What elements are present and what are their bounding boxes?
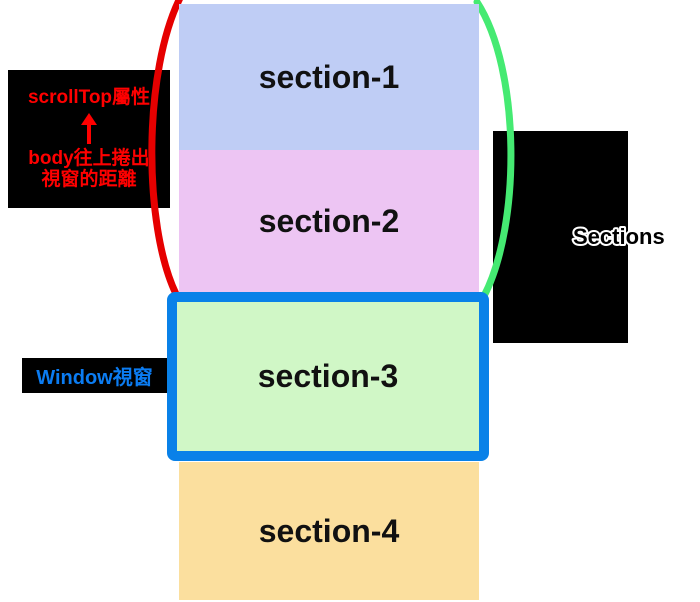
window-viewport-label-text: Window視窗 (36, 367, 153, 389)
section-3-block-viewport: section-3 (167, 292, 489, 461)
scrolltop-callout: scrollTop屬性 body往上捲出 視窗的距離 (8, 70, 170, 208)
section-1-block: section-1 (179, 4, 479, 150)
section-3-label: section-3 (257, 358, 399, 394)
section-1-label: section-1 (258, 58, 400, 95)
section-2-block: section-2 (179, 150, 479, 292)
section-2-label: section-2 (258, 202, 400, 239)
window-viewport-label: Window視窗 (22, 358, 167, 393)
sections-outlined-label: Sections (571, 222, 667, 251)
scrolltop-callout-line3: 視窗的距離 (41, 169, 137, 191)
sections-outlined-label-text: Sections (573, 224, 665, 249)
scrolltop-callout-line2: body往上捲出 (28, 147, 150, 169)
section-4-label: section-4 (258, 512, 400, 549)
up-arrow-icon (81, 112, 97, 144)
section-4-block: section-4 (179, 462, 479, 600)
scrolltop-callout-line1: scrollTop屬性 (27, 86, 151, 108)
sections-panel (493, 131, 628, 343)
